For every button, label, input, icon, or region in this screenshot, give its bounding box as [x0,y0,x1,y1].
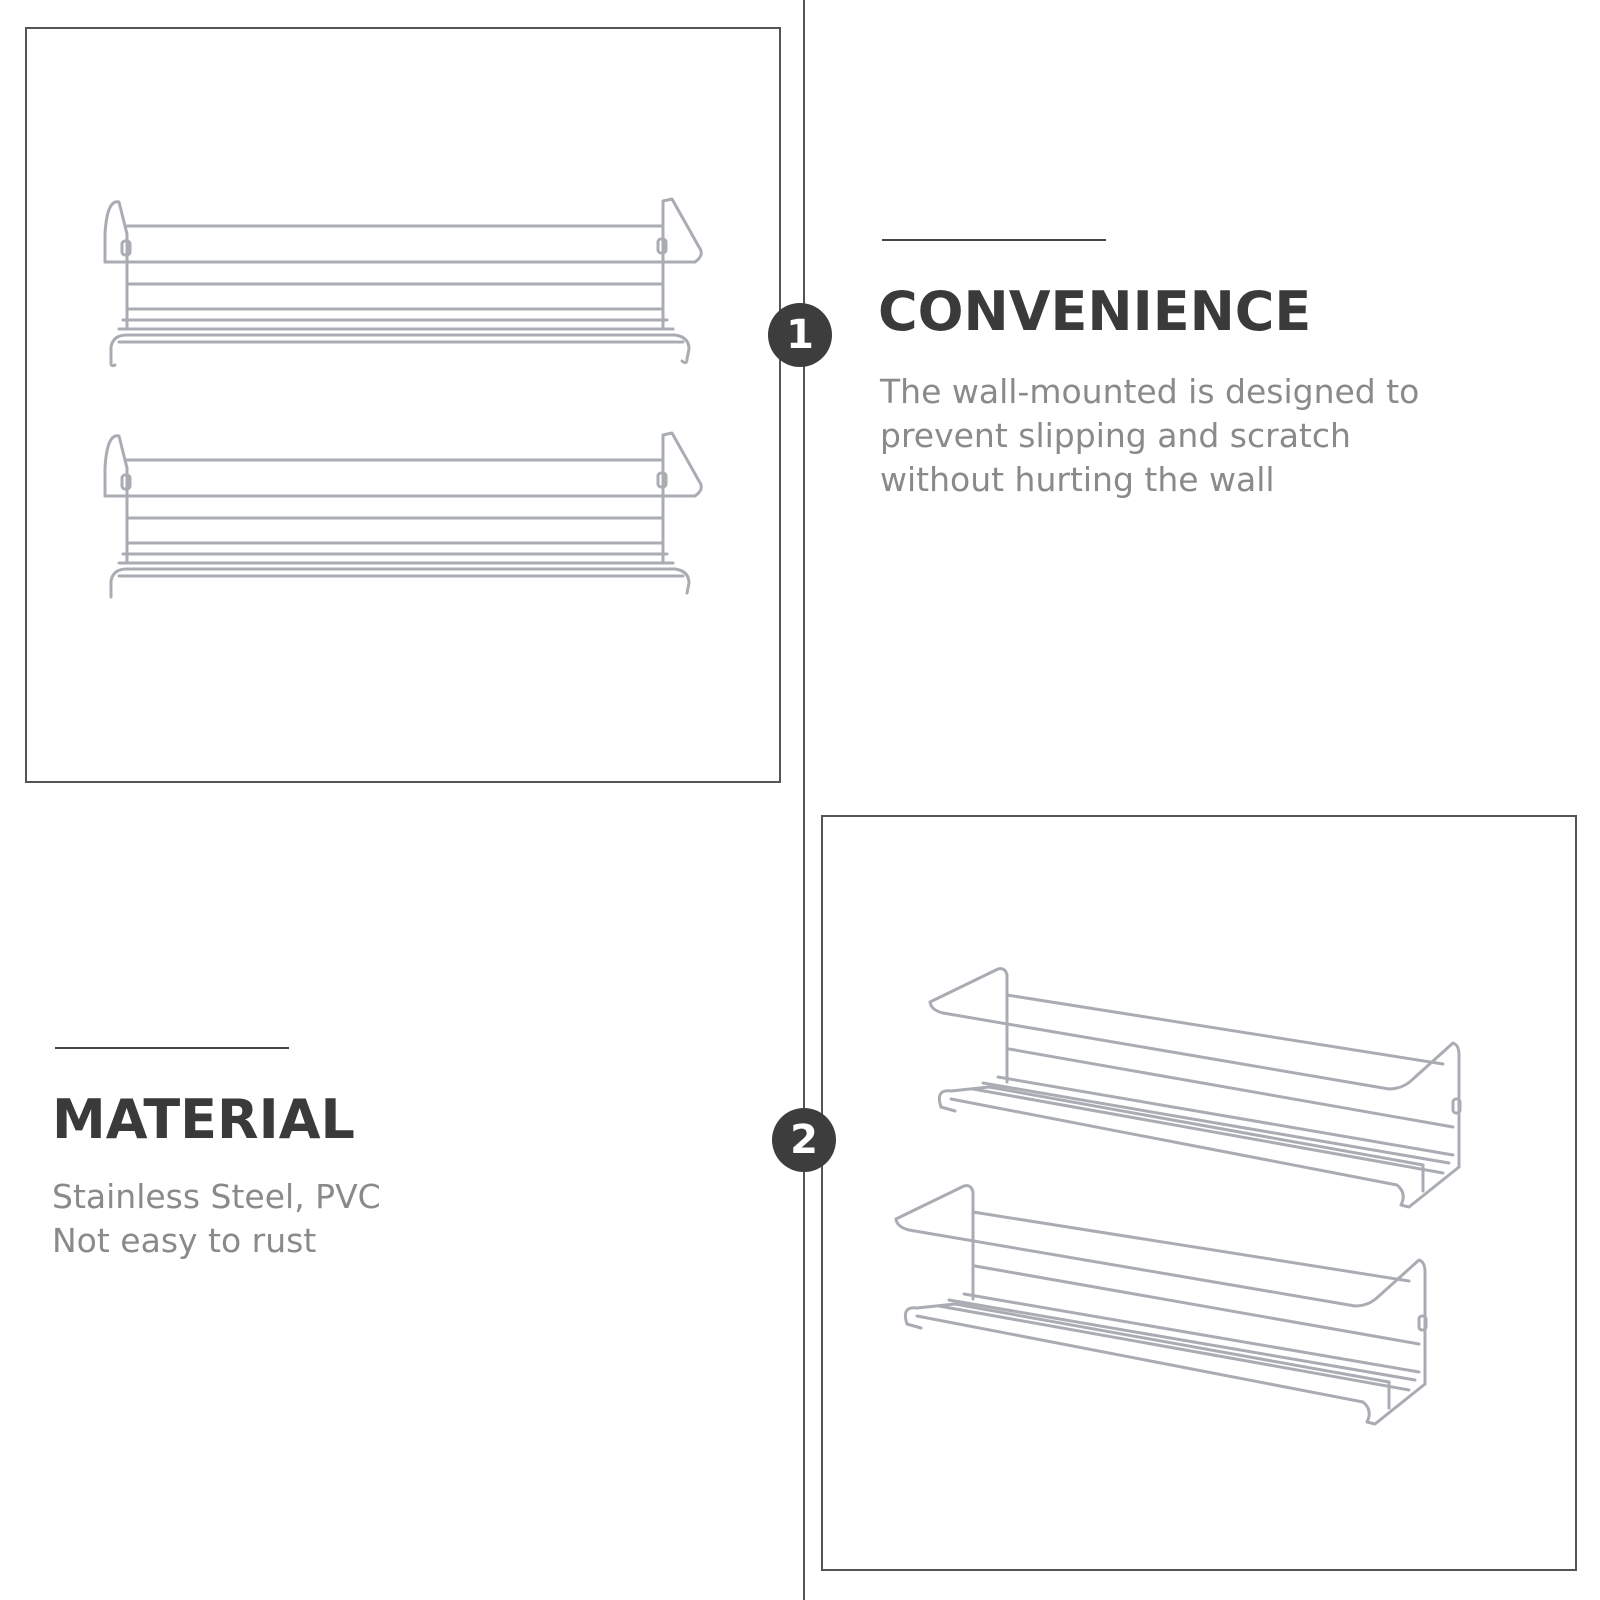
center-divider-line [803,0,805,1600]
spice-rack-pair-angled-icon [894,967,1462,1426]
spice-rack-icon [928,967,1462,1209]
section-2-rule [55,1047,289,1049]
section-number-badge-1: 1 [768,303,832,367]
section-1-line: The wall-mounted is designed to [880,372,1420,411]
section-1-description: The wall-mounted is designed to prevent … [880,370,1419,502]
section-1-line: without hurting the wall [880,460,1275,499]
section-2-title: MATERIAL [52,1088,355,1151]
section-number-badge-2: 2 [772,1108,836,1172]
spice-rack-icon [103,197,703,368]
product-photo-angled-view [821,815,1577,1571]
section-2-line: Stainless Steel, PVC [52,1177,381,1216]
section-2-line: Not easy to rust [52,1221,317,1260]
section-1-title: CONVENIENCE [878,280,1312,343]
spice-rack-icon [103,431,703,599]
product-photo-front-view [25,27,781,783]
section-2-description: Stainless Steel, PVC Not easy to rust [52,1175,381,1263]
section-1-rule [882,239,1106,241]
spice-rack-icon [894,1184,1428,1426]
spice-rack-pair-front-icon [103,197,703,599]
section-1-line: prevent slipping and scratch [880,416,1351,455]
